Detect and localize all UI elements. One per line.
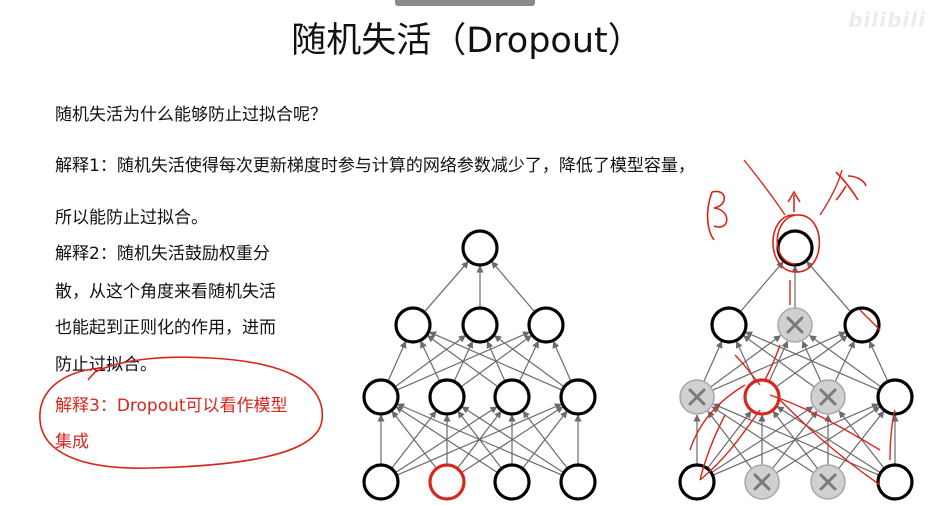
explanation-2-line-1: 解释2：随机失活鼓励权重分 — [55, 244, 270, 264]
full-network-node — [428, 378, 466, 416]
full-network-edge — [423, 261, 469, 313]
full-network-edge — [396, 403, 563, 476]
full-network-node — [394, 306, 432, 344]
full-network-node — [559, 378, 597, 416]
full-network-node — [493, 463, 531, 501]
annotation-line-8 — [764, 344, 781, 381]
explanation-2-line-4: 防止过拟合。 — [55, 355, 157, 375]
full-network-edge — [391, 410, 438, 469]
full-network-edge — [491, 261, 536, 313]
dropout-network-highlighted-node — [743, 378, 781, 416]
question-text: 随机失活为什么能够防止过拟合呢？ — [55, 105, 327, 125]
dropout-network-node — [678, 463, 716, 501]
dropout-network-node — [710, 306, 748, 344]
dropout-network-edge — [711, 406, 815, 474]
dropout-network-node — [843, 306, 881, 344]
annotation-arrow-up — [787, 190, 801, 212]
bilibili-watermark: bilibili — [848, 8, 926, 32]
dropped-x-icon — [819, 388, 837, 406]
annotation-line-3 — [734, 354, 761, 386]
annotation-line-9 — [689, 384, 746, 451]
full-network-edge — [493, 335, 565, 388]
dropout-network-edge — [868, 340, 889, 382]
explanation-2-line-2: 散，从这个角度来看随机失活 — [55, 282, 276, 302]
full-network-highlighted-node — [428, 463, 466, 501]
annotation-scribble-1 — [743, 159, 786, 216]
dropout-network-edge — [772, 410, 819, 469]
dropout-network-edge — [744, 331, 880, 391]
dropped-x-icon — [819, 473, 837, 491]
full-network-node — [362, 378, 400, 416]
annotation-lambda — [835, 171, 867, 201]
annotation-line-5 — [889, 409, 896, 461]
handwritten-annotations — [39, 159, 896, 486]
dropout-network-edge — [806, 261, 852, 313]
dropout-network-edge — [703, 340, 723, 382]
annotation-line-4 — [779, 399, 881, 486]
explanation-1-line-2: 所以能防止过拟合。 — [55, 208, 208, 228]
dropout-network-node — [876, 463, 914, 501]
annotation-line-1 — [699, 414, 726, 481]
dropout-network-node — [876, 378, 914, 416]
full-network-edge — [522, 410, 569, 469]
full-network-node — [461, 229, 499, 267]
full-network-edge — [395, 406, 499, 474]
full-network-edge — [426, 335, 499, 388]
full-network-edge — [428, 331, 563, 391]
full-network-node — [559, 463, 597, 501]
annotation-ellipse — [39, 356, 324, 469]
annotation-beta — [706, 190, 728, 241]
full-network-node — [362, 463, 400, 501]
explanation-3-line-1: 解释3：Dropout可以看作模型 — [55, 396, 288, 416]
annotation-line-6 — [859, 309, 881, 331]
top-bar — [395, 0, 535, 6]
full-network-node — [527, 306, 565, 344]
dropout-network-edge — [742, 335, 815, 388]
explanation-3-line-2: 集成 — [55, 432, 89, 452]
explanation-1-line-1: 解释1：随机失活使得每次更新梯度时参与计算的网络参数减少了，降低了模型容量， — [55, 156, 695, 176]
full-network-edge — [387, 340, 407, 382]
dropout-network-edge — [707, 410, 753, 469]
dropout-network-node — [776, 229, 814, 267]
dropped-x-icon — [753, 473, 771, 491]
annotation-line-10 — [769, 394, 881, 451]
full-network-edge — [461, 406, 565, 474]
annotation-line-2 — [699, 409, 761, 481]
dropout-network-edge — [739, 261, 784, 313]
full-network-edge — [420, 340, 441, 382]
annotation-scribble-2 — [819, 169, 843, 216]
full-network-edge — [552, 340, 572, 382]
explanation-2-line-3: 也能起到正则化的作用，进而 — [55, 318, 276, 338]
dropout-network-edge — [809, 335, 882, 388]
slide-title: 随机失活（Dropout） — [291, 21, 643, 61]
dropped-x-icon — [688, 388, 706, 406]
full-network-node — [461, 306, 499, 344]
dropout-network-edge — [776, 406, 881, 474]
dropped-x-icon — [786, 316, 804, 334]
annotation-output-circle — [772, 214, 821, 273]
full-network-node — [493, 378, 531, 416]
